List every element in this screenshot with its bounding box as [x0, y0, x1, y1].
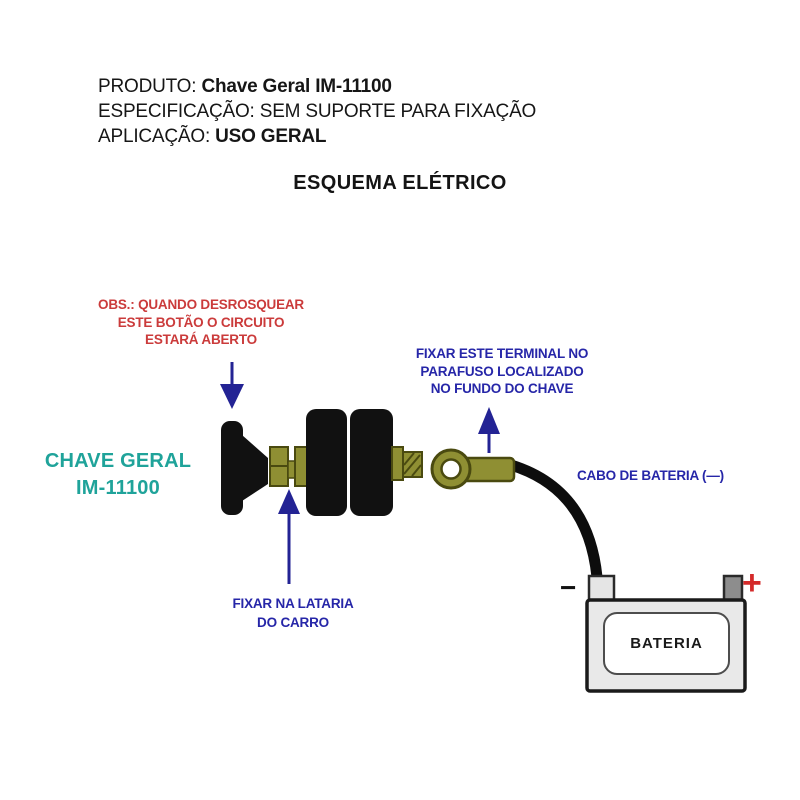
lataria-annotation: FIXAR NA LATARIA DO CARRO	[208, 595, 378, 632]
ring-terminal-hole	[440, 458, 462, 480]
ring-terminal	[430, 448, 516, 490]
obs-arrow-head	[220, 384, 244, 409]
product-name-line-2: IM-11100	[76, 477, 160, 499]
terminal-arrow-head	[478, 407, 500, 434]
terminal-line-3: NO FUNDO DO CHAVE	[430, 381, 574, 396]
terminal-annotation: FIXAR ESTE TERMINAL NO PARAFUSO LOCALIZA…	[396, 345, 608, 398]
battery-plus-symbol: +	[742, 564, 762, 602]
produto-label: PRODUTO:	[98, 76, 197, 97]
battery-positive-terminal	[722, 574, 744, 604]
rear-boss	[391, 446, 404, 481]
diagram-title: ESQUEMA ELÉTRICO	[293, 172, 507, 194]
obs-line-3: ESTARÁ ABERTO	[145, 332, 257, 347]
stud-thread	[403, 452, 415, 466]
lataria-line-1: FIXAR NA LATARIA	[232, 596, 354, 611]
stud-thread	[411, 464, 422, 477]
especificacao-label: ESPECIFICAÇÃO:	[98, 101, 255, 122]
product-name-label: CHAVE GERAL IM-11100	[28, 448, 208, 502]
master-switch	[221, 409, 423, 516]
battery-negative-terminal	[587, 574, 616, 604]
header-produto-line: PRODUTO: Chave Geral IM-11100	[98, 74, 536, 99]
switch-cone	[242, 435, 268, 501]
lataria-arrow-head	[278, 489, 300, 514]
header-aplicacao-line: APLICAÇÃO: USO GERAL	[98, 124, 536, 149]
produto-value: Chave Geral IM-11100	[201, 76, 392, 97]
battery-cable	[509, 459, 603, 578]
obs-line-1: OBS.: QUANDO DESROSQUEAR	[98, 297, 304, 312]
aplicacao-label: APLICAÇÃO:	[98, 126, 211, 147]
battery-minus-symbol: −	[560, 572, 577, 603]
stud-thread	[403, 454, 421, 475]
aplicacao-value: USO GERAL	[215, 126, 327, 147]
battery-label: BATERIA	[630, 635, 703, 652]
pointer-arrows	[220, 362, 500, 584]
lataria-line-2: DO CARRO	[257, 614, 329, 630]
header-especificacao-line: ESPECIFICAÇÃO: SEM SUPORTE PARA FIXAÇÃO	[98, 99, 536, 124]
terminal-line-2: PARAFUSO LOCALIZADO	[420, 363, 584, 379]
switch-knob	[221, 421, 243, 515]
battery	[585, 574, 747, 693]
switch-body-front	[306, 409, 347, 516]
product-name-line-1: CHAVE GERAL	[44, 450, 192, 472]
terminal-line-1: FIXAR ESTE TERMINAL NO	[415, 346, 589, 361]
switch-body-rear	[350, 409, 393, 516]
especificacao-value: SEM SUPORTE PARA FIXAÇÃO	[259, 101, 537, 122]
cable-label: CABO DE BATERIA (—)	[577, 468, 724, 483]
battery-label-plate	[603, 612, 730, 675]
obs-annotation: OBS.: QUANDO DESROSQUEAR ESTE BOTÃO O CI…	[70, 296, 332, 349]
obs-line-2: ESTE BOTÃO O CIRCUITO	[117, 314, 285, 330]
product-header: PRODUTO: Chave Geral IM-11100 ESPECIFICA…	[98, 74, 536, 149]
